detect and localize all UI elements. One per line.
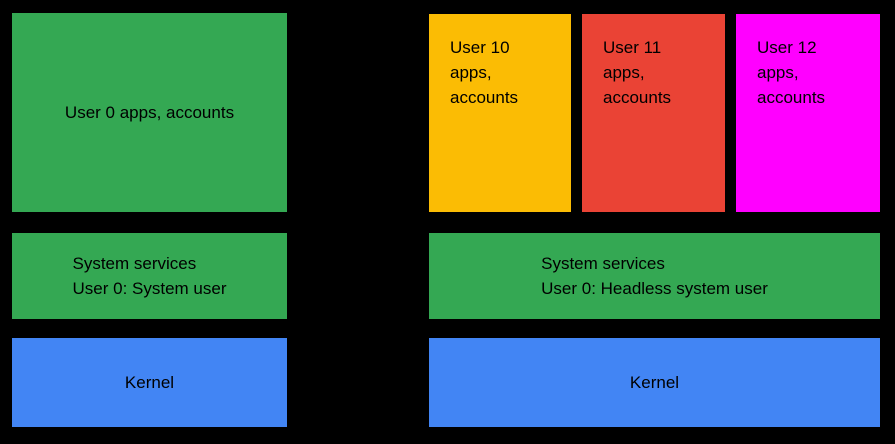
system-services-line1-left: System services <box>72 254 197 273</box>
user0-apps-label: User 0 apps, accounts <box>64 103 235 122</box>
system-services-box-right: System services User 0: Headless system … <box>429 233 880 319</box>
system-services-text-right: System services User 0: Headless system … <box>541 251 768 301</box>
system-services-line2-left: User 0: System user <box>72 279 227 298</box>
kernel-box-right: Kernel <box>429 338 880 427</box>
user11-apps-label: User 11 apps, accounts <box>603 38 672 107</box>
user0-apps-box: User 0 apps, accounts <box>12 13 287 212</box>
kernel-box-left: Kernel <box>12 338 287 427</box>
system-services-text-left: System services User 0: System user <box>73 251 227 301</box>
user12-apps-label: User 12 apps, accounts <box>757 38 826 107</box>
kernel-label-right: Kernel <box>629 373 680 392</box>
kernel-label-left: Kernel <box>124 373 175 392</box>
system-services-box-left: System services User 0: System user <box>12 233 287 319</box>
user10-apps-label: User 10 apps, accounts <box>450 38 519 107</box>
system-services-line1-right: System services <box>541 254 665 273</box>
user10-apps-box: User 10 apps, accounts <box>429 14 571 212</box>
user12-apps-box: User 12 apps, accounts <box>736 14 880 212</box>
user11-apps-box: User 11 apps, accounts <box>582 14 725 212</box>
system-services-line2-right: User 0: Headless system user <box>541 279 768 298</box>
